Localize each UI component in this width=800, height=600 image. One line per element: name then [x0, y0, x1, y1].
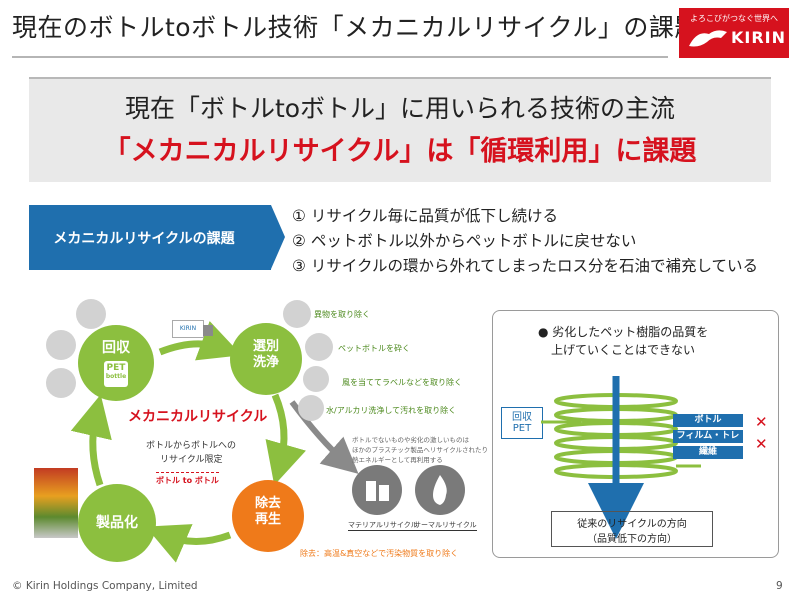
- cycle-center-sub2: リサイクル限定: [160, 455, 223, 465]
- product-node: 製品化: [78, 484, 156, 562]
- product-label: 製品化: [96, 515, 138, 531]
- output-film-tray: フィルム・トレイ: [673, 430, 743, 454]
- issues-arrow: [271, 205, 285, 269]
- page-number: 9: [776, 580, 783, 592]
- kirin-mark-icon: [689, 30, 727, 47]
- panel-lead-1: ● 劣化したペット樹脂の品質を: [538, 325, 709, 339]
- issue-item-3: ③ リサイクルの環から外れてしまったロス分を石油で補充している: [292, 257, 758, 275]
- remove-label: 除去: [254, 496, 281, 511]
- title-divider: [12, 56, 668, 58]
- water-icon: [298, 395, 324, 421]
- pet-mark: PET: [106, 363, 126, 373]
- logo-tagline: よろこびがつなぐ世界へ: [690, 14, 778, 23]
- collect-node: 回収 PET bottle: [78, 325, 154, 401]
- product-bottles-icon: [34, 468, 78, 538]
- logo-word: KIRIN: [731, 28, 787, 47]
- cycle-center-title: メカニカルリサイクル: [128, 409, 268, 425]
- copyright: © Kirin Holdings Company, Limited: [12, 580, 198, 592]
- step-note-1: 異物を取り除く: [314, 310, 370, 319]
- truck-icon: KIRIN: [172, 320, 204, 338]
- step-note-3: 風を当ててラベルなどを取り除く: [342, 378, 462, 387]
- caption-line-1: 従来のリサイクルの方向: [577, 519, 687, 530]
- cycle-arrows: [70, 321, 359, 563]
- cycle-center-tag: ボトル to ボトル: [156, 472, 219, 486]
- crushed-bottle-icon: [76, 299, 106, 329]
- output-bottle: ボトル: [673, 414, 743, 427]
- wash-label: 洗浄: [252, 355, 279, 370]
- quality-panel: ● 劣化したペット樹脂の品質を 上げていくことはできない 回収 PET ボトル …: [492, 310, 779, 558]
- remove-note: 除去：高温&真空などで汚染物質を取り除く: [300, 549, 459, 558]
- issue-item-1: ① リサイクル毎に品質が低下し続ける: [292, 207, 559, 225]
- pet-bottle-mark: bottle: [105, 373, 127, 380]
- cycle-center-sub1: ボトルからボトルへの: [146, 441, 237, 451]
- regen-label: 再生: [254, 512, 281, 527]
- thermal-label: サーマルリサイクル: [414, 521, 477, 531]
- side-text-3: 熱エネルギーとして再利用する: [352, 456, 443, 464]
- direction-caption: 従来のリサイクルの方向 （品質低下の方向）: [551, 511, 713, 547]
- step-note-2: ペットボトルを砕く: [338, 344, 410, 353]
- bottle-icon: [46, 330, 76, 360]
- issues-label-box: メカニカルリサイクルの課題: [29, 205, 271, 270]
- collect-pet-line2: PET: [512, 423, 532, 434]
- remove-regen-node: 除去 再生: [232, 480, 304, 552]
- sort-wash-node: 選別 洗浄: [230, 323, 302, 395]
- kirin-logo: よろこびがつなぐ世界へ KIRIN: [679, 8, 789, 58]
- banner-line-2: 「メカニカルリサイクル」は「循環利用」に課題: [103, 136, 697, 167]
- panel-lead-2: 上げていくことはできない: [551, 343, 696, 357]
- banner-line-1: 現在「ボトルtoボトル」に用いられる技術の主流: [124, 94, 676, 123]
- step-note-4: 水/アルカリ洗浄して汚れを取り除く: [326, 406, 457, 415]
- collect-pet-line1: 回収: [512, 412, 532, 423]
- sort-label: 選別: [252, 339, 279, 354]
- material-label: マテリアルリサイクル: [348, 521, 418, 531]
- crush-icon: [305, 333, 333, 361]
- page-title: 現在のボトルtoボトル技術「メカニカルリサイクル」の課題: [12, 13, 700, 42]
- truck-cab: [203, 325, 213, 336]
- collect-pet-box: 回収 PET: [501, 407, 543, 439]
- bottle-icon: [46, 368, 76, 398]
- side-text-1: ボトルでないものや劣化の激しいものは: [352, 436, 469, 444]
- side-text-2: ほかのプラスチック製品へリサイクルされたり: [352, 446, 489, 454]
- thermal-recycle-icon: [415, 465, 465, 515]
- recycle-bin-icon: PET bottle: [104, 361, 128, 387]
- issue-item-2: ② ペットボトル以外からペットボトルに戻せない: [292, 232, 637, 250]
- collect-label: 回収: [102, 340, 130, 356]
- caption-line-2: （品質低下の方向）: [587, 534, 677, 545]
- output-fiber: 繊維: [673, 446, 743, 459]
- cross-icon: ✕: [755, 413, 768, 431]
- cross-icon: ✕: [755, 435, 768, 453]
- debris-icon: [283, 300, 311, 328]
- issues-label: メカニカルリサイクルの課題: [53, 231, 235, 247]
- headline-banner: 現在「ボトルtoボトル」に用いられる技術の主流 「メカニカルリサイクル」は「循環…: [29, 77, 771, 182]
- material-recycle-icon: [352, 465, 402, 515]
- wind-icon: [303, 366, 329, 392]
